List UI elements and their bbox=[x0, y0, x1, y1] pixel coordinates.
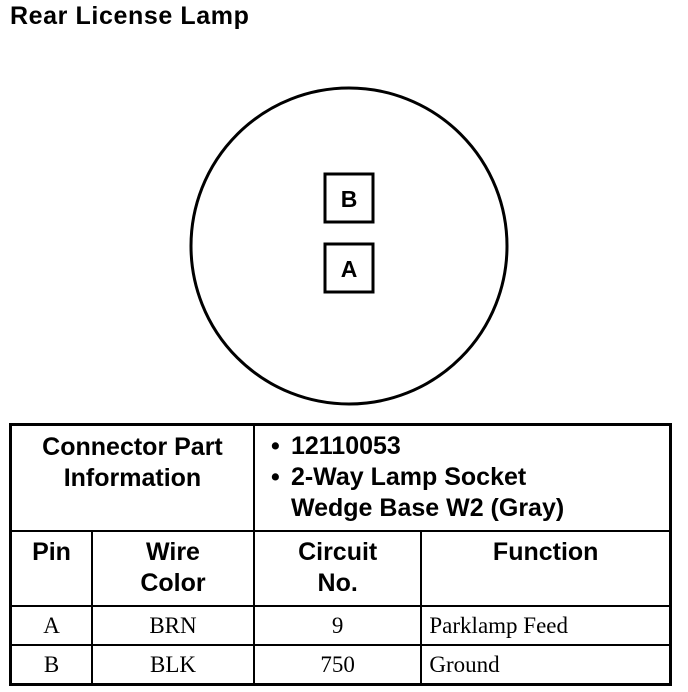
pin-label-b: B bbox=[341, 186, 358, 212]
row-pin: A bbox=[9, 604, 94, 646]
row-circuit: 750 bbox=[252, 643, 423, 685]
connector-face bbox=[189, 86, 509, 406]
row-circuit: 9 bbox=[252, 604, 423, 646]
col-header-wire-line2: Color bbox=[140, 568, 206, 597]
table-row: B BLK 750 Ground bbox=[9, 643, 672, 685]
col-header-function-label: Function bbox=[492, 537, 599, 566]
row-function: Ground bbox=[420, 643, 672, 685]
column-header-row: Pin Wire Color Circuit No. Function bbox=[9, 529, 672, 607]
description-line1: 2-Way Lamp Socket bbox=[290, 463, 527, 491]
part-number: 12110053 bbox=[290, 432, 401, 460]
pin-label-a: A bbox=[341, 256, 358, 282]
col-header-circuit-line1: Circuit bbox=[298, 537, 378, 566]
pin-cavity-a bbox=[323, 242, 375, 294]
col-header-circuit-line2: No. bbox=[317, 568, 358, 597]
table-row: A BRN 9 Parklamp Feed bbox=[9, 604, 672, 646]
bullet-icon: • bbox=[270, 432, 280, 460]
description-line2: Wedge Base W2 (Gray) bbox=[290, 494, 565, 522]
col-header-wire-line1: Wire bbox=[146, 537, 200, 566]
pin-cavity-b bbox=[323, 172, 375, 224]
part-info-value-cell: • 12110053 • 2-Way Lamp Socket Wedge Base … bbox=[252, 423, 672, 532]
row-function: Parklamp Feed bbox=[420, 604, 672, 646]
col-header-pin: Pin bbox=[9, 529, 94, 607]
row-pin: B bbox=[9, 643, 94, 685]
connector-info-table: Connector Part Information • 12110053 • 2-… bbox=[9, 423, 672, 686]
col-header-function: Function bbox=[420, 529, 672, 607]
bullet-icon: • bbox=[270, 463, 280, 491]
part-info-row: Connector Part Information • 12110053 • 2-… bbox=[9, 423, 672, 532]
col-header-circuit: Circuit No. bbox=[252, 529, 423, 607]
part-info-label-line1: Connector Part bbox=[42, 433, 223, 461]
col-header-wire-color: Wire Color bbox=[91, 529, 255, 607]
connector-diagram: B A bbox=[189, 86, 509, 406]
col-header-pin-label: Pin bbox=[32, 537, 71, 566]
part-info-label-cell: Connector Part Information bbox=[9, 423, 255, 532]
part-number-item: • 12110053 bbox=[271, 431, 663, 462]
row-wire-color: BLK bbox=[91, 643, 255, 685]
row-wire-color: BRN bbox=[91, 604, 255, 646]
part-info-label-line2: Information bbox=[63, 464, 202, 492]
page-title: Rear License Lamp bbox=[10, 2, 250, 30]
description-item: • 2-Way Lamp Socket bbox=[271, 462, 663, 493]
